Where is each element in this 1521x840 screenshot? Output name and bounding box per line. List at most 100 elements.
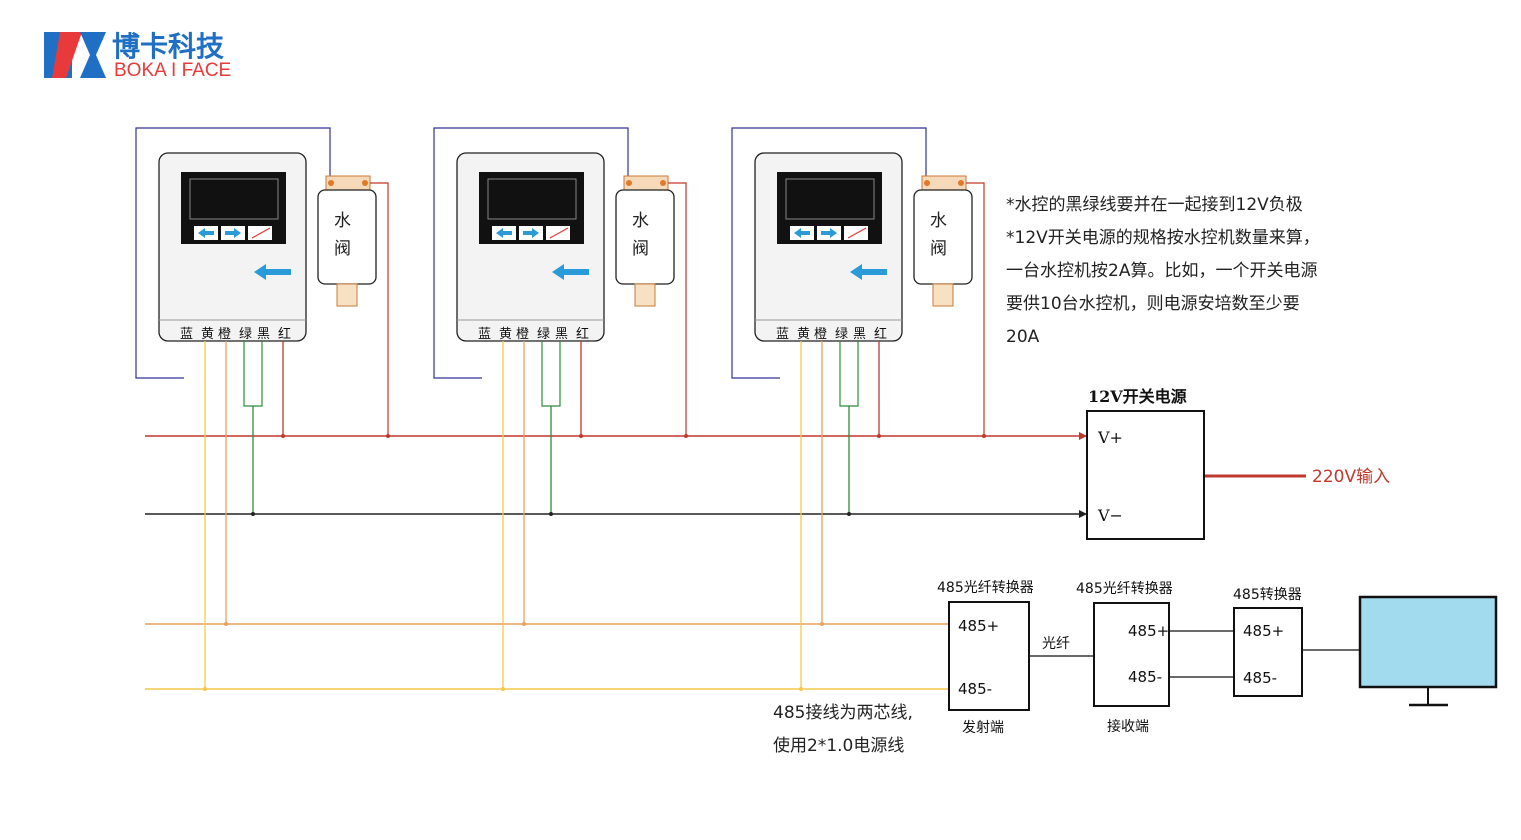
junction	[224, 622, 228, 626]
power-icon	[847, 227, 867, 239]
wire-label: 红	[874, 326, 887, 342]
junction	[522, 622, 526, 626]
junction	[281, 434, 285, 438]
flow-arrow-icon	[552, 264, 589, 280]
wire-label: 绿	[537, 327, 550, 342]
controller-loop-wire	[731, 127, 927, 379]
controller-loop-wire	[135, 127, 331, 379]
wire-note: 485接线为两芯线, 使用2*1.0电源线	[773, 703, 913, 756]
power-supply-box	[1086, 410, 1205, 540]
converter-transmitter: 485光纤转换器 485+ 485- 发射端	[937, 579, 1034, 736]
flow-arrow-icon	[254, 264, 291, 280]
valve-body	[615, 189, 675, 285]
converter-usb: 485转换器 485+ 485-	[1233, 586, 1303, 697]
valve-outlet	[932, 283, 954, 307]
converter-rx-minus: 485-	[1128, 668, 1162, 686]
controller-screen	[785, 178, 875, 220]
wire-label: 黑	[853, 327, 866, 342]
wire-green-black-loop	[243, 341, 263, 407]
arrow-right-icon	[225, 228, 241, 238]
note-line-2: *12V开关电源的规格按水控机数量来算，	[1006, 228, 1320, 248]
valve-terminal	[660, 180, 666, 186]
note-line-5: 20A	[1006, 327, 1040, 347]
converter-usb-plus: 485+	[1243, 622, 1284, 640]
junction	[820, 622, 824, 626]
valve-terminal	[958, 180, 964, 186]
valve-label: 阀	[930, 239, 947, 259]
converter-tx-title: 485光纤转换器	[937, 579, 1034, 596]
valve-outlet	[336, 283, 358, 307]
converter-usb-box	[1233, 607, 1303, 697]
valve-label: 水	[632, 211, 649, 231]
flow-arrow-icon	[850, 264, 887, 280]
converter-rx-caption: 接收端	[1107, 718, 1149, 735]
controller-screen	[189, 178, 279, 220]
junction	[847, 512, 851, 516]
wire-label: 蓝	[478, 327, 491, 342]
arrow-left-icon	[794, 228, 810, 238]
wire-label: 蓝	[180, 327, 193, 342]
converter-receiver: 485光纤转换器 485+ 485- 接收端	[1076, 580, 1173, 735]
water-controller-unit: 蓝黄橙绿黑红 水阀	[135, 127, 390, 691]
ac-input-label: 220V输入	[1312, 467, 1390, 487]
valve-label: 水	[930, 211, 947, 231]
note-line-4: 要供10台水控机，则电源安培数至少要	[1006, 294, 1300, 314]
wire-label: 绿	[835, 327, 848, 342]
notes: *水控的黑绿线要并在一起接到12V负极 *12V开关电源的规格按水控机数量来算，…	[1006, 195, 1320, 347]
wire-note-line-1: 485接线为两芯线,	[773, 703, 913, 723]
power-icon	[251, 227, 271, 239]
junction	[203, 687, 207, 691]
junction	[386, 434, 390, 438]
wire-label: 黄	[201, 327, 214, 342]
arrow-right-icon	[821, 228, 837, 238]
wire-green-black-loop	[541, 341, 561, 407]
controller-loop-wire	[433, 127, 629, 379]
valve-terminal	[328, 180, 334, 186]
valve-terminal	[924, 180, 930, 186]
wire-label: 黑	[257, 327, 270, 342]
arrow-left-icon	[198, 228, 214, 238]
wire-green-black-loop	[839, 341, 859, 407]
converter-tx-box	[948, 601, 1030, 711]
wire-label: 橙	[516, 327, 529, 342]
wire-label: 蓝	[776, 327, 789, 342]
brand-name: 博卡科技	[112, 30, 224, 63]
valve-outlet	[634, 283, 656, 307]
junction	[579, 434, 583, 438]
wire-label: 橙	[218, 327, 231, 342]
junction	[799, 687, 803, 691]
controller-screen	[487, 178, 577, 220]
wire-label: 黑	[555, 327, 568, 342]
note-line-1: *水控的黑绿线要并在一起接到12V负极	[1006, 195, 1303, 215]
converter-tx-caption: 发射端	[962, 720, 1004, 736]
wire-label: 红	[278, 326, 291, 342]
converter-tx-plus: 485+	[958, 617, 999, 635]
valve-label: 阀	[334, 239, 351, 259]
valve-label: 水	[334, 211, 351, 231]
valve-terminal	[362, 180, 368, 186]
wire-label: 绿	[239, 327, 252, 342]
valve-red-wire	[966, 182, 985, 436]
wire-label: 红	[576, 326, 589, 342]
junction	[684, 434, 688, 438]
junction	[982, 434, 986, 438]
converter-usb-minus: 485-	[1243, 669, 1277, 687]
converter-rx-plus: 485+	[1128, 622, 1169, 640]
wire-note-line-2: 使用2*1.0电源线	[773, 735, 904, 756]
arrow-left-icon	[496, 228, 512, 238]
power-icon	[549, 227, 569, 239]
converter-rx-title: 485光纤转换器	[1076, 580, 1173, 597]
valve-red-wire	[370, 182, 389, 436]
converter-usb-title: 485转换器	[1233, 586, 1302, 603]
junction	[549, 512, 553, 516]
valve-body	[913, 189, 973, 285]
converter-tx-minus: 485-	[958, 680, 992, 698]
fiber-label: 光纤	[1042, 636, 1070, 652]
power-supply-vplus: V+	[1097, 428, 1123, 447]
power-supply: 12V开关电源 V+ V− 220V输入	[1086, 387, 1390, 540]
converter-rx-box	[1093, 602, 1170, 707]
water-controller-unit: 蓝黄橙绿黑红水阀	[731, 127, 986, 691]
monitor-icon	[1358, 595, 1498, 707]
valve-red-wire	[668, 182, 687, 436]
